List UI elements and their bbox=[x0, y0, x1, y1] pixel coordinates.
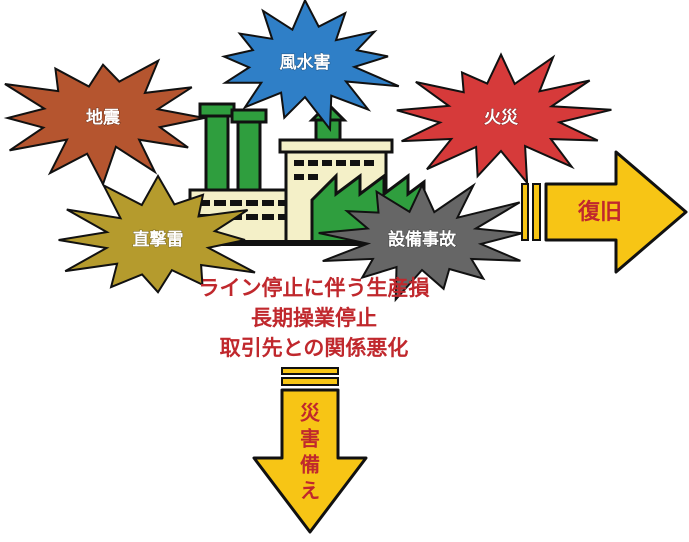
recovery-label: 復旧 bbox=[577, 199, 622, 225]
burst-lightning-shape bbox=[58, 173, 256, 294]
burst-equipment-accident-shape bbox=[318, 182, 523, 303]
burst-wind-flood: 風水害 bbox=[220, 0, 400, 132]
hazard-label-fire: 火災 bbox=[484, 108, 519, 128]
impact-text: ライン停止に伴う生産損 長期操業停止 取引先との関係悪化 bbox=[199, 276, 431, 360]
preparedness-arrow: 災 害 備 え bbox=[252, 367, 368, 534]
impact-line-3: 取引先との関係悪化 bbox=[220, 336, 409, 360]
hazard-label-earthquake: 地震 bbox=[86, 107, 121, 128]
burst-wind-flood-shape bbox=[220, 0, 400, 132]
burst-fire-shape bbox=[396, 52, 612, 186]
hazard-label-equipment-accident: 設備事故 bbox=[388, 229, 457, 250]
burst-fire: 火災 bbox=[396, 52, 612, 186]
hazard-label-wind-flood: 風水害 bbox=[280, 52, 331, 73]
hazard-label-lightning: 直撃雷 bbox=[133, 229, 184, 250]
impact-line-1: ライン停止に伴う生産損 bbox=[199, 276, 431, 300]
burst-earthquake: 地震 bbox=[3, 58, 205, 187]
burst-equipment-accident: 設備事故 bbox=[318, 182, 523, 303]
preparedness-label-char-4: え bbox=[300, 479, 320, 503]
preparedness-label-char-2: 害 bbox=[300, 427, 320, 451]
preparedness-label-char-3: 備 bbox=[300, 453, 320, 477]
burst-lightning: 直撃雷 bbox=[58, 173, 256, 294]
impact-line-2: 長期操業停止 bbox=[251, 306, 377, 330]
recovery-arrow: 復旧 bbox=[521, 150, 688, 274]
preparedness-label-char-1: 災 bbox=[300, 401, 321, 425]
